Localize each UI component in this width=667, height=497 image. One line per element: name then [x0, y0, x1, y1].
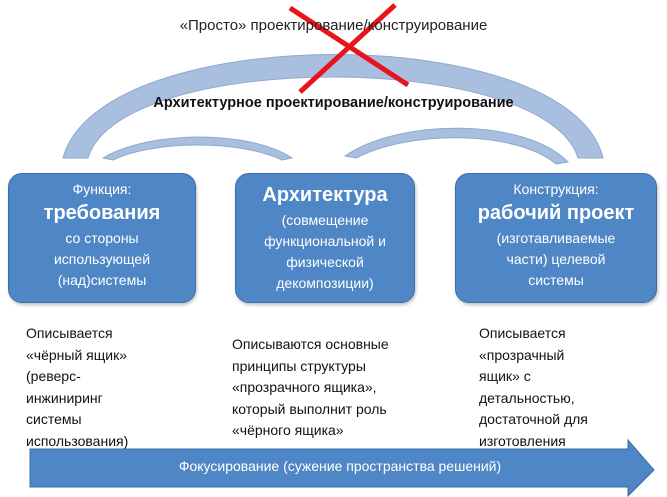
function-desc-line: использования) [26, 432, 129, 449]
function-desc-line: системы [26, 411, 82, 427]
function-desc-line: Описывается [26, 325, 113, 341]
construction-description: Описывается «прозрачный ящик» с детально… [479, 323, 588, 452]
architecture-line-1: (совмещение [281, 212, 369, 228]
architecture-line-3: физической [286, 254, 364, 270]
function-desc-line: «чёрный ящик» [26, 346, 127, 363]
construction-line-2: части) целевой [506, 251, 606, 267]
construction-title: рабочий проект [477, 202, 635, 224]
architecture-desc-line: «чёрного ящика» [232, 422, 344, 438]
architecture-desc-line: «прозрачного ящика», [232, 379, 377, 395]
construction-desc-line: изготовления [479, 432, 566, 449]
architecture-box: Архитектура (совмещение функциональной и… [235, 173, 415, 303]
function-box: Функция: требования со стороны использую… [8, 173, 196, 303]
architecture-desc-line: Описываются основные [232, 336, 389, 352]
construction-caption: Конструкция: [513, 181, 599, 197]
architecture-desc-line: который выполнит роль [232, 400, 387, 417]
function-caption: Функция: [72, 181, 132, 197]
right-small-arc [343, 127, 570, 165]
function-line-3: (над)системы [57, 272, 147, 288]
outer-arch [62, 54, 604, 159]
architecture-desc-line: принципы структуры [232, 357, 366, 374]
architecture-box-title: Архитектура [262, 184, 388, 206]
architecture-line-2: функциональной и [264, 233, 386, 249]
construction-desc-line: достаточной для [479, 411, 588, 427]
function-line-2: использующей [53, 251, 151, 267]
function-line-1: со стороны [65, 230, 139, 246]
focus-arrow-label: Фокусирование (сужение пространства реше… [178, 458, 502, 474]
construction-line-3: системы [528, 272, 584, 288]
construction-desc-line: ящик» с [479, 368, 531, 384]
function-desc-line: инжиниринг [26, 389, 103, 406]
function-desc-line: (реверс- [26, 368, 81, 384]
construction-line-1: (изготавливаемые [496, 230, 616, 246]
focus-arrow [29, 438, 655, 497]
left-small-arc [101, 136, 294, 161]
construction-box: Конструкция: рабочий проект (изготавлива… [455, 173, 657, 303]
function-title: требования [43, 202, 161, 224]
top-title: «Просто» проектирование/конструирование [179, 17, 488, 34]
cross-line-2 [298, 3, 397, 94]
function-description: Описывается «чёрный ящик» (реверс- инжин… [26, 323, 128, 452]
architecture-title: Архитектурное проектирование/конструиров… [153, 95, 514, 111]
architecture-line-4: декомпозиции) [276, 275, 374, 291]
construction-desc-line: «прозрачный [479, 346, 565, 363]
construction-desc-line: детальностью, [479, 389, 575, 406]
architecture-description: Описываются основные принципы структуры … [232, 334, 389, 442]
construction-desc-line: Описывается [479, 325, 566, 341]
